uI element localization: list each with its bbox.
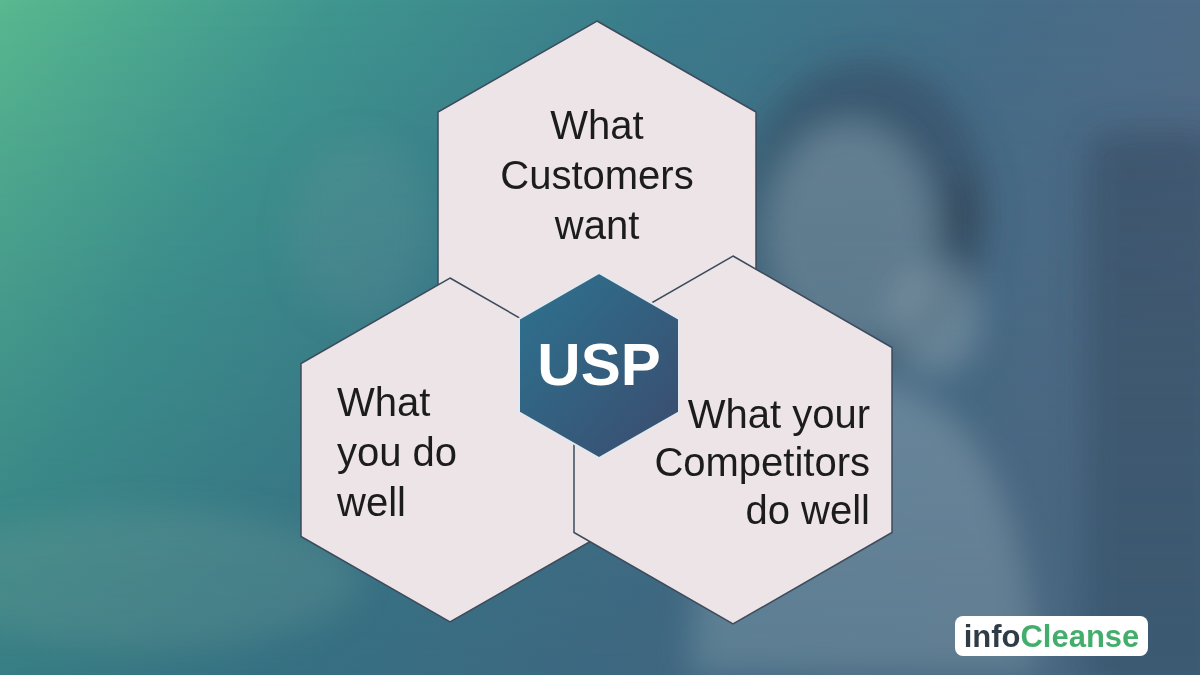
hexagon-shape	[574, 256, 892, 624]
logo-text: infoCleanse	[964, 621, 1140, 652]
logo-badge: infoCleanse	[955, 616, 1148, 656]
text-block: USP	[524, 332, 674, 398]
text-block: What Customers want	[482, 100, 712, 250]
text-block: What you do well	[337, 377, 467, 527]
hexagon-label: What you do well	[337, 377, 467, 527]
core-hexagon: USP	[518, 272, 680, 459]
hexagon-label: What Customers want	[482, 100, 712, 250]
usp-label: USP	[524, 332, 674, 398]
